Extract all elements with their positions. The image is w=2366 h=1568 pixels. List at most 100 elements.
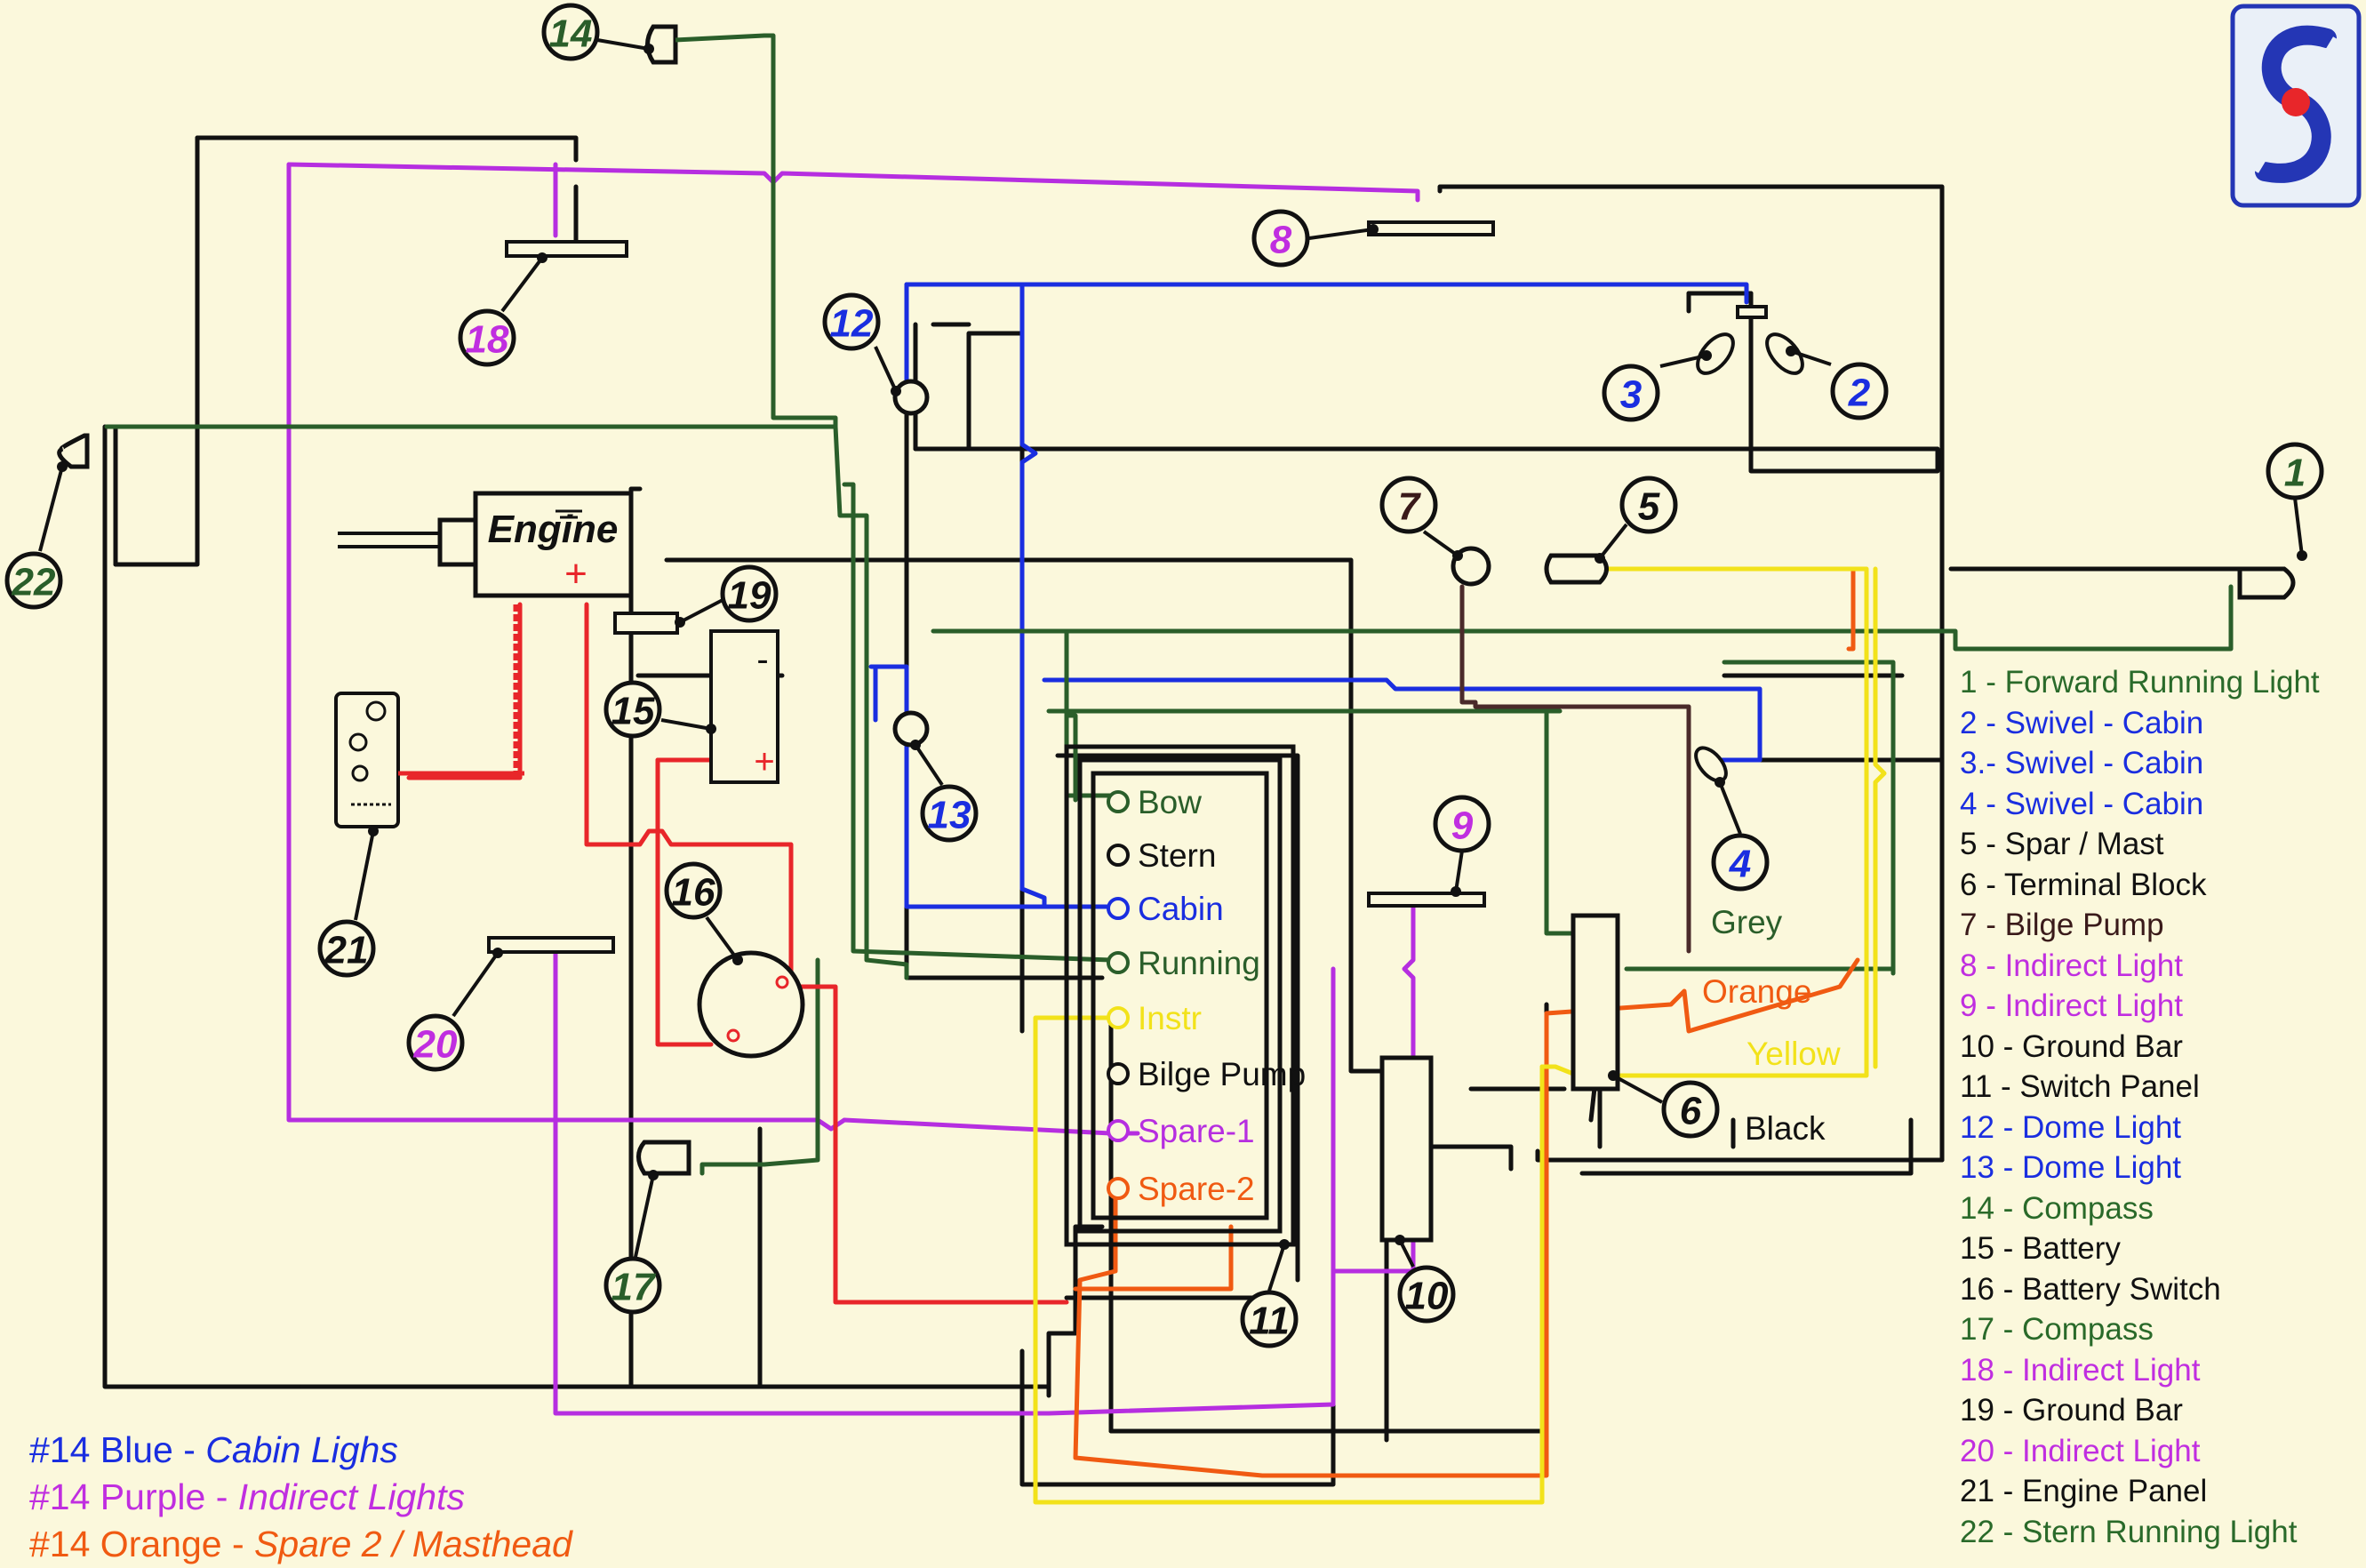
callout-number: 11 — [1249, 1300, 1290, 1343]
callout-arrow — [1308, 228, 1374, 240]
callout-arrow — [1598, 523, 1628, 560]
callout-arrow — [1454, 850, 1464, 892]
callout-13: 13 — [920, 784, 979, 843]
switch-terminal — [1107, 790, 1130, 813]
legend-item: 10 - Ground Bar — [1960, 1028, 2183, 1064]
callout-arrowhead — [1608, 1070, 1619, 1081]
green-wires — [104, 33, 2234, 1176]
callout-arrow — [660, 718, 712, 731]
legend-item: 5 - Spar / Mast — [1960, 827, 2164, 861]
wire-label-grey: Grey — [1711, 904, 1783, 940]
callout-8: 8 — [1251, 209, 1310, 268]
callout-arrowhead — [891, 386, 901, 396]
black-wires — [102, 135, 2242, 1487]
switch-terminal — [1107, 951, 1130, 974]
callout-arrow — [596, 38, 650, 51]
callout-number: 12 — [830, 302, 874, 346]
terminal-block — [1571, 913, 1620, 1092]
callout-arrowhead — [57, 461, 68, 472]
callout-circle — [317, 919, 376, 978]
callout-4: 4 — [1711, 833, 1770, 892]
callout-number: 8 — [1270, 219, 1292, 262]
swivel-light-4 — [1694, 746, 1728, 783]
engine: Engine + — [338, 491, 634, 598]
callout-20: 20 — [406, 1013, 465, 1072]
callout-arrow — [1790, 349, 1832, 366]
yellow-wires — [1033, 566, 1887, 1505]
engine-plus: + — [564, 552, 588, 596]
callout-number: 18 — [466, 318, 509, 362]
legend-item: 7 - Bilge Pump — [1960, 908, 2164, 942]
callout-19: 19 — [720, 564, 779, 623]
callout-number: 19 — [728, 574, 771, 618]
battery-switch-terminal — [726, 1028, 740, 1043]
callout-circle — [1379, 476, 1438, 534]
legend-item: 3.- Swivel - Cabin — [1960, 746, 2204, 780]
callout-circle — [603, 680, 662, 739]
wire-key-gauge: #14 Blue - — [29, 1429, 206, 1470]
callout-circle — [1711, 833, 1770, 892]
legend-item: 17 - Compass — [1960, 1312, 2154, 1347]
callout-number: 10 — [1405, 1275, 1449, 1318]
callout-arrow — [38, 466, 64, 552]
callout-arrow — [679, 598, 723, 624]
callout-21: 21 — [317, 919, 376, 978]
legend-item: 19 - Ground Bar — [1960, 1393, 2183, 1428]
wire-key-purpose: Indirect Lights — [237, 1476, 465, 1517]
indirect-light-8 — [1367, 220, 1495, 236]
brown-wires — [1459, 584, 1691, 954]
callout-arrowhead — [1395, 1235, 1405, 1245]
battery-switch — [697, 950, 805, 1059]
legend-item: 15 - Battery — [1960, 1231, 2121, 1266]
legend-item: 13 - Dome Light — [1960, 1150, 2182, 1185]
legend-item: 16 - Battery Switch — [1960, 1271, 2221, 1307]
callout-arrowhead — [732, 955, 743, 965]
callout-arrowhead — [643, 44, 654, 54]
callout-number: 17 — [611, 1266, 657, 1309]
callout-circle — [920, 784, 979, 843]
callout-arrowhead — [910, 740, 921, 750]
indirect-light-20 — [487, 936, 615, 954]
battery: - + — [709, 629, 779, 784]
callout-number: 21 — [324, 929, 369, 972]
callout-arrow — [2293, 497, 2304, 556]
callout-circle — [406, 1013, 465, 1072]
callout-arrow — [1267, 1244, 1286, 1292]
callout-16: 16 — [664, 861, 723, 920]
wire-key-purpose: Spare 2 / Masthead — [254, 1524, 572, 1564]
callout-number: 22 — [12, 561, 56, 604]
callout-circle — [1433, 795, 1491, 853]
battery-minus: - — [756, 640, 768, 679]
callout-arrowhead — [1368, 224, 1379, 235]
callout-arrow — [634, 1174, 655, 1258]
callout-arrowhead — [1715, 777, 1725, 788]
ground-bar-19 — [613, 612, 679, 635]
callout-circle — [4, 551, 63, 610]
callout-arrow — [1718, 781, 1742, 835]
switch-label: Spare-1 — [1138, 1113, 1255, 1149]
callout-arrowhead — [1452, 550, 1463, 561]
callout-22: 22 — [4, 551, 63, 610]
legend-item: 4 - Swivel - Cabin — [1960, 786, 2204, 821]
callout-number: 7 — [1398, 485, 1422, 529]
callout-arrowhead — [1595, 553, 1605, 564]
engine-label: Engine — [488, 508, 619, 551]
legend-item: 6 - Terminal Block — [1960, 867, 2207, 902]
callout-5: 5 — [1619, 476, 1678, 534]
callout-arrowhead — [2297, 550, 2307, 561]
callout-15: 15 — [603, 680, 662, 739]
switch-terminal — [1107, 1177, 1130, 1200]
callout-number: 4 — [1729, 843, 1751, 886]
callout-6: 6 — [1661, 1080, 1720, 1139]
callout-arrowhead — [648, 1170, 659, 1180]
callout-12: 12 — [822, 292, 881, 351]
forward-running-light — [2237, 566, 2296, 600]
legend-item: 20 - Indirect Light — [1960, 1433, 2201, 1468]
switch-label: Bow — [1138, 784, 1202, 820]
callout-circle — [1619, 476, 1678, 534]
switch-terminal — [1107, 897, 1130, 920]
callout-arrow — [452, 951, 500, 1018]
switch-label: Instr — [1138, 1000, 1202, 1036]
